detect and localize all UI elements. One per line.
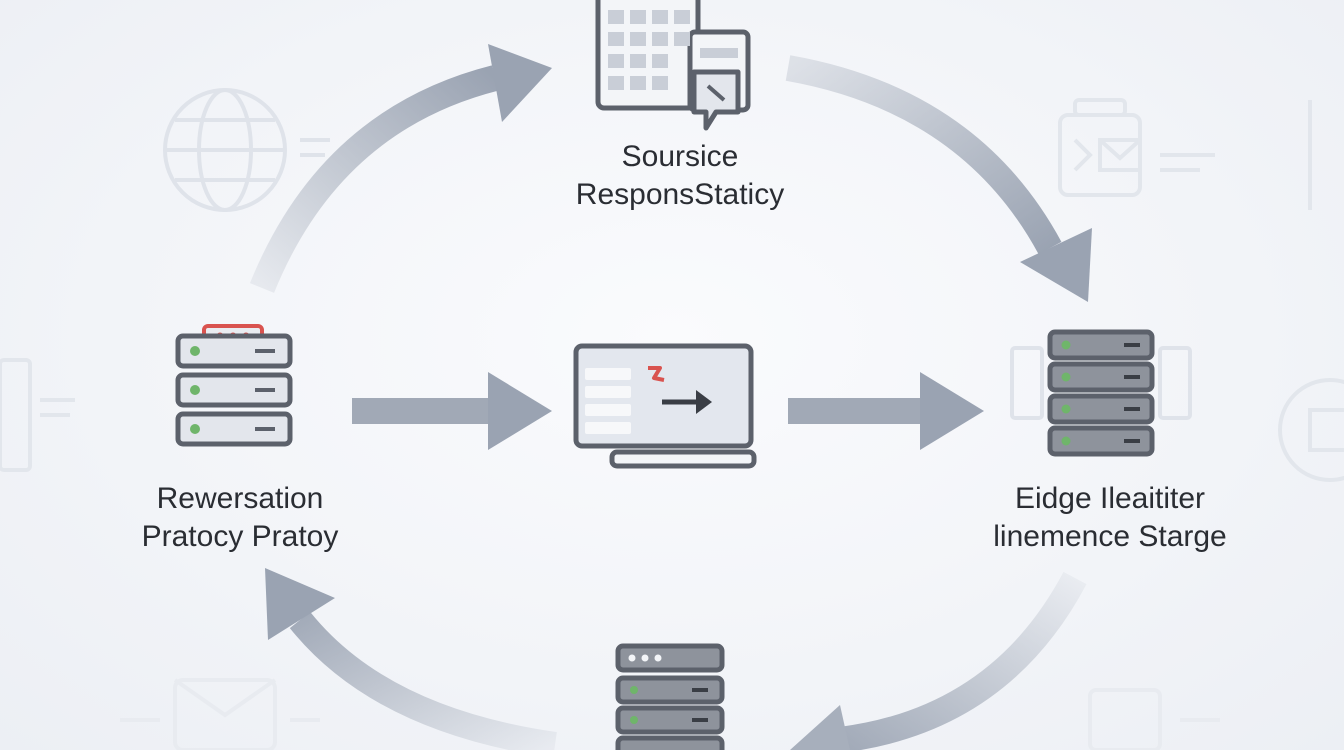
arrow-right-to-bottom bbox=[790, 571, 1087, 750]
node-label-top: Soursice ResponsStaticy bbox=[540, 138, 820, 214]
arrow-left-to-center bbox=[352, 372, 552, 450]
arrow-top-to-right bbox=[785, 55, 1092, 302]
node-label-top-line1: Soursice bbox=[621, 140, 739, 173]
node-label-left: Rewersation Pratocy Pratoy bbox=[100, 480, 380, 556]
faint-globe-icon bbox=[163, 88, 330, 212]
node-label-right-line1: Eidge Ileaititer bbox=[1014, 482, 1206, 515]
faint-mail-icon bbox=[1058, 98, 1312, 210]
arrow-bottom-to-left bbox=[265, 568, 557, 750]
calendar-grid-icon bbox=[595, 0, 751, 131]
faint-document-icon bbox=[0, 358, 75, 472]
faint-circle-mail-icon bbox=[1278, 378, 1344, 482]
node-label-left-line1: Rewersation bbox=[156, 482, 324, 515]
server-rack-icon bbox=[175, 324, 293, 447]
faint-bottom-mail-icon bbox=[120, 678, 1220, 750]
node-label-left-line2: Pratocy Pratoy bbox=[141, 520, 339, 553]
bottom-server-stack-icon bbox=[615, 643, 725, 750]
node-label-right-line2: linemence Starge bbox=[993, 520, 1227, 553]
server-stack-icon bbox=[1010, 329, 1192, 457]
node-label-top-line2: ResponsStaticy bbox=[575, 178, 785, 211]
arrow-center-to-right bbox=[788, 372, 984, 450]
laptop-redirect-icon bbox=[573, 343, 757, 469]
node-label-right: Eidge Ileaititer linemence Starge bbox=[950, 480, 1270, 556]
arrow-left-to-top bbox=[249, 44, 552, 293]
